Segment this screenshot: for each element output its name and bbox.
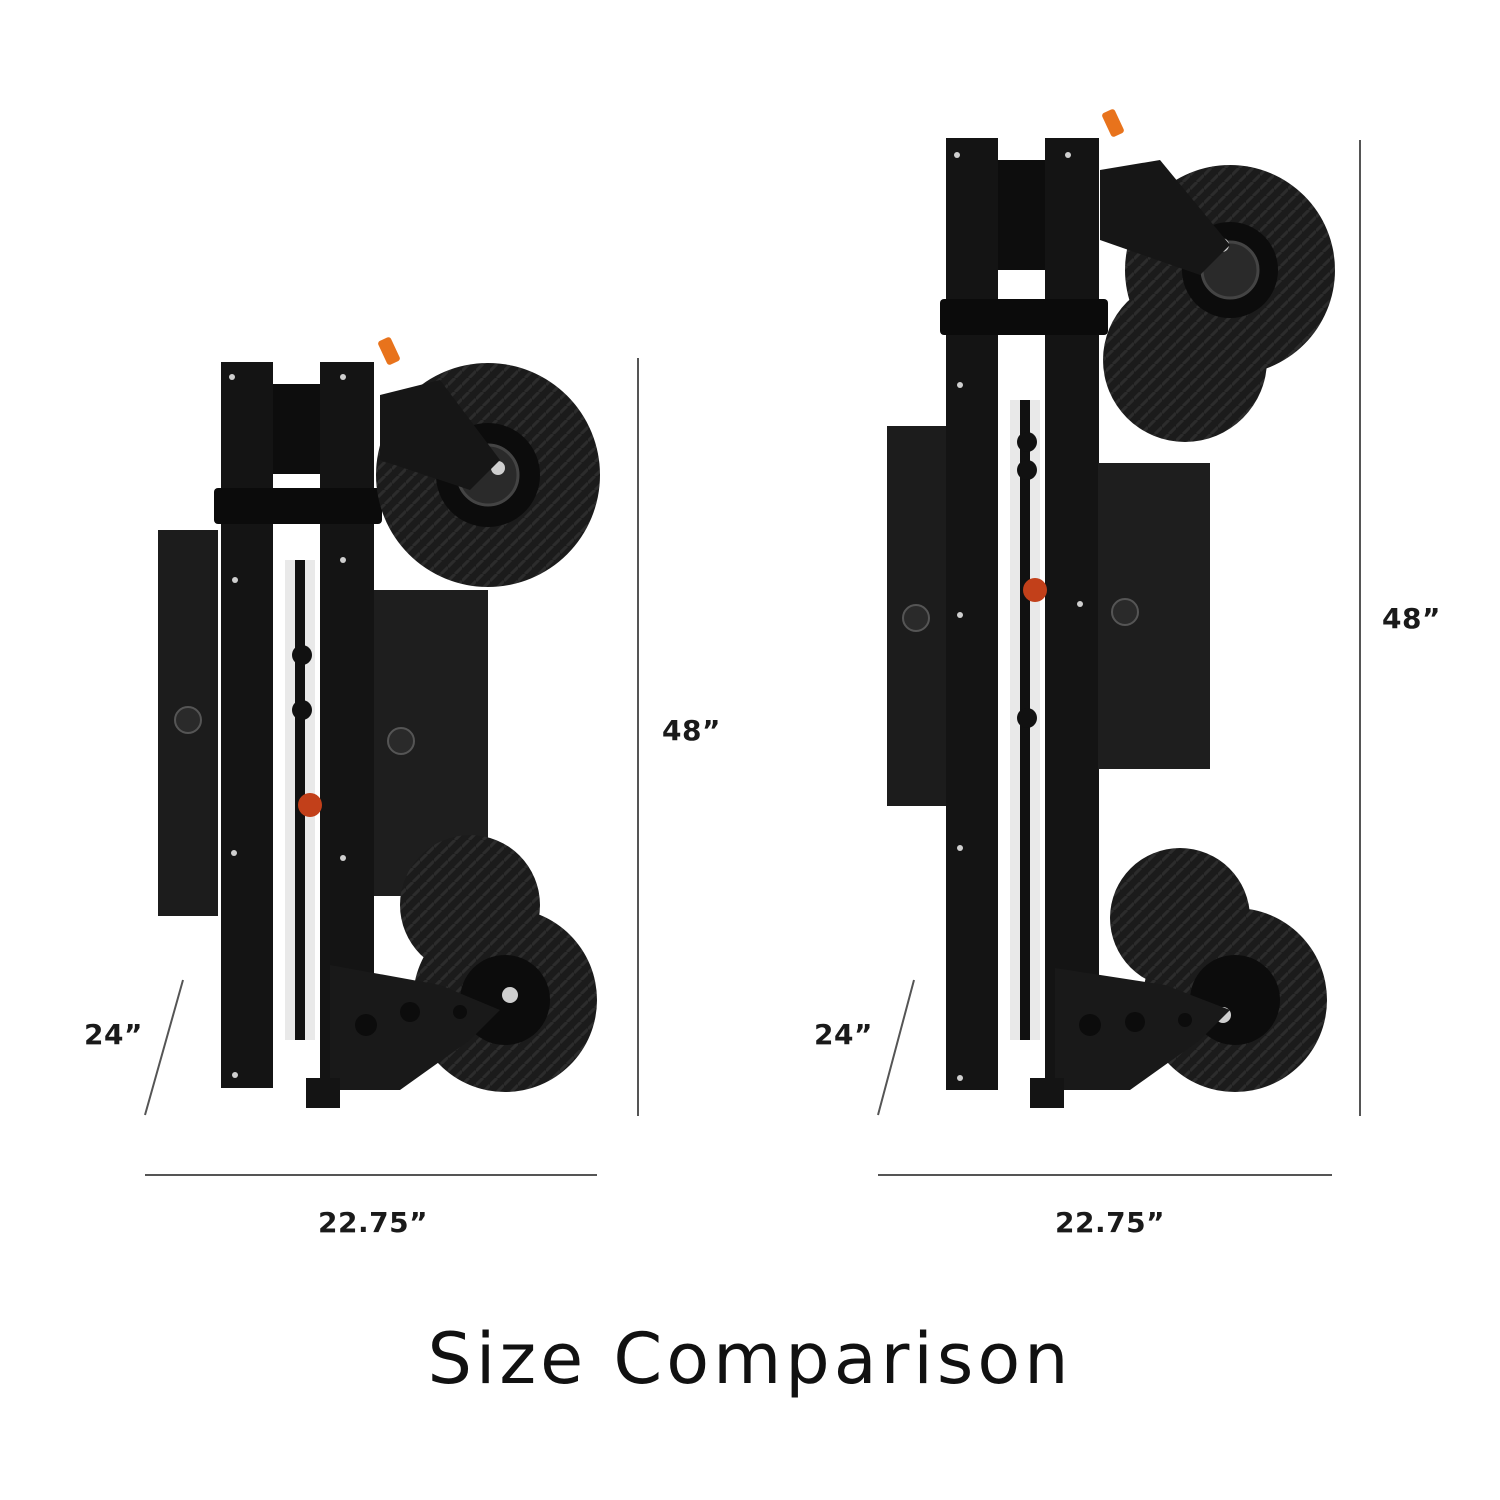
left-depth-dimension-line	[144, 979, 184, 1116]
left-cart-bottom-bracket	[330, 965, 500, 1090]
right-cart-lock-knob	[1111, 598, 1139, 626]
right-cart-top-bracket	[1100, 160, 1230, 275]
right-cart-frame-rail	[1045, 138, 1099, 1090]
right-depth-dimension-line	[877, 979, 915, 1116]
left-width-label: 22.75”	[318, 1206, 428, 1239]
left-depth-label: 24”	[84, 1018, 143, 1051]
left-cart-orange-knob	[298, 793, 322, 817]
left-cart-frame-rail	[221, 362, 273, 1088]
left-cart-lock-knob	[174, 706, 202, 734]
page-title: Size Comparison	[427, 1318, 1073, 1400]
right-height-label: 48”	[1382, 602, 1441, 635]
right-cart-image	[887, 109, 1335, 1108]
right-cart-orange-knob	[1023, 578, 1047, 602]
left-cart-strap	[214, 488, 382, 524]
left-cart-frame-rail	[320, 362, 374, 1088]
left-cart-lock-knob	[387, 727, 415, 755]
right-depth-label: 24”	[814, 1018, 873, 1051]
right-cart-orange-lever	[1102, 109, 1124, 137]
left-height-label: 48”	[662, 714, 721, 747]
right-cart-frame-rail	[946, 138, 998, 1090]
left-cart-top-bracket	[380, 380, 500, 490]
left-cart-image	[158, 337, 600, 1108]
right-cart-bottom-bracket	[1055, 968, 1230, 1090]
right-width-label: 22.75”	[1055, 1206, 1165, 1239]
left-cart-orange-lever	[378, 337, 400, 365]
right-cart-strap	[940, 299, 1108, 335]
right-cart-lock-knob	[902, 604, 930, 632]
